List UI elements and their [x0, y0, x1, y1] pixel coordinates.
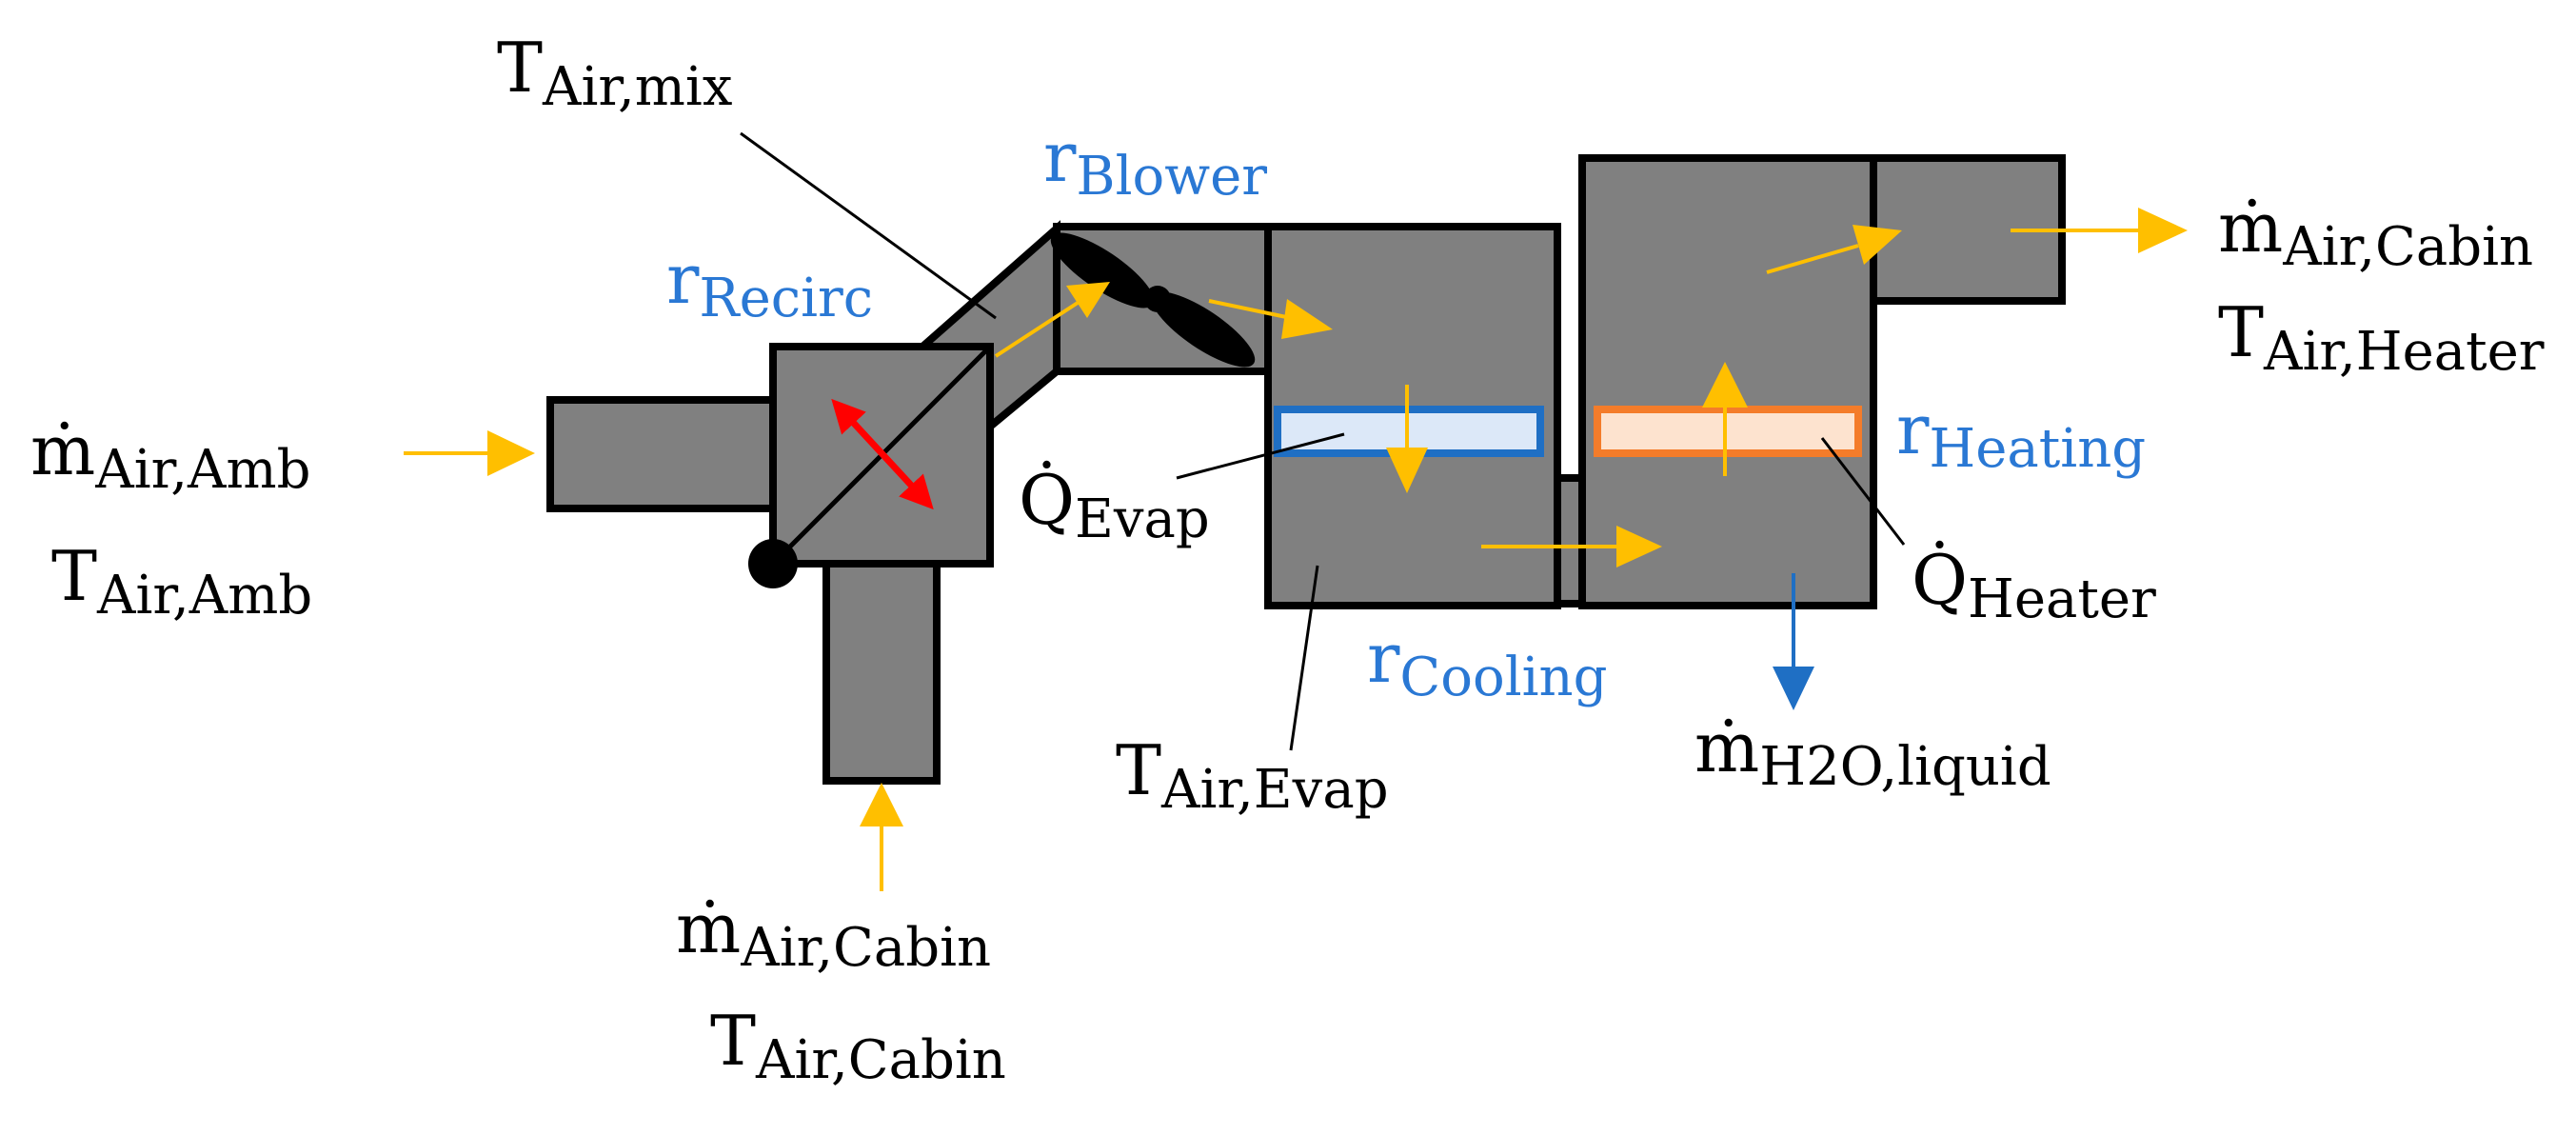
label-m-air-cabin-in: ṁAir,Cabin — [676, 888, 991, 979]
heater-core — [1594, 406, 1862, 457]
fan-icon — [1050, 232, 1256, 368]
label-t-air-mix: TAir,mix — [497, 28, 732, 118]
ambient-inlet-duct — [546, 396, 779, 512]
label-q-evap: Q̇Evap — [1019, 459, 1210, 550]
label-q-heater: Q̇Heater — [1912, 539, 2156, 630]
leader-lines — [740, 131, 1906, 751]
label-r-heating: rHeating — [1896, 389, 2146, 480]
condensate-arrow — [1773, 573, 1814, 710]
air-flow-arrows — [404, 208, 2188, 891]
cabin-inlet-duct — [822, 556, 941, 785]
label-t-air-cabin: TAir,Cabin — [710, 1001, 1006, 1091]
label-r-cooling: rCooling — [1367, 618, 1607, 708]
label-t-air-heater: TAir,Heater — [2218, 292, 2545, 383]
label-t-air-amb: TAir,Amb — [51, 536, 312, 627]
label-m-air-amb: ṁAir,Amb — [30, 410, 310, 501]
label-m-h2o-liquid: ṁH2O,liquid — [1694, 707, 2051, 798]
label-t-air-evap: TAir,Evap — [1116, 730, 1389, 821]
label-r-recirc: rRecirc — [666, 239, 873, 329]
label-m-air-cabin-out: ṁAir,Cabin — [2218, 188, 2533, 278]
label-r-blower: rBlower — [1043, 117, 1267, 208]
recirc-flap-arrow — [831, 398, 934, 510]
pivot-dot-icon — [748, 539, 798, 588]
